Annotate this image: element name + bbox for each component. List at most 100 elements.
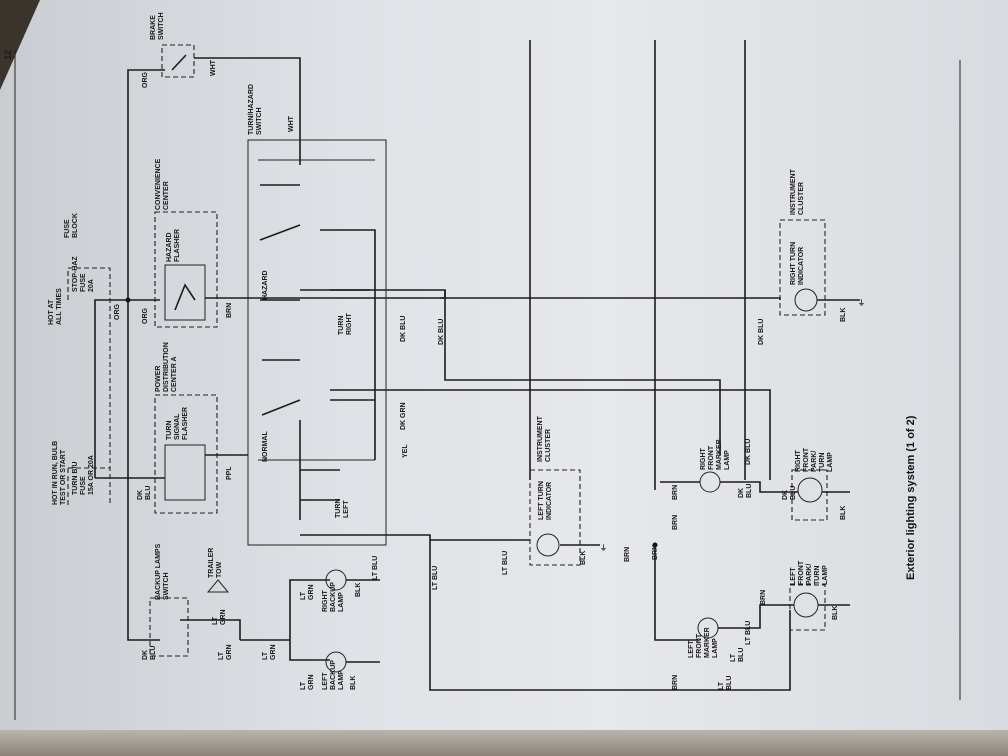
wire-label-org-3: ORG [142, 308, 149, 324]
wire-label-brn-3: BRN [624, 546, 631, 562]
convenience-center-box [154, 211, 218, 328]
wire-brn-right-front [660, 481, 850, 493]
wire-ppl-flasher [95, 454, 248, 479]
wire-label-lt-blu-1: LT BLU [372, 555, 379, 580]
wire-label-brn-1: BRN [226, 302, 233, 318]
page-number: 12 [3, 49, 13, 60]
fuse-block-outline [67, 267, 111, 505]
wire-dk-grn [330, 389, 771, 480]
wire-brn-hazard [174, 283, 446, 311]
wire-label-lt-blu-2: LT BLU [432, 565, 439, 590]
wire-label-dk-blu-1: DK BLU [400, 315, 407, 342]
brake-switch-box [161, 44, 195, 78]
turn-signal-flasher-box [164, 444, 206, 501]
wire-lt-blu-left [300, 534, 791, 691]
left-front-park-box [789, 584, 826, 631]
wire-label-dk-blu-4: DK BLU [745, 438, 752, 465]
wire-label-brn-7: BRN [760, 589, 767, 605]
switch-contacts [259, 140, 340, 501]
wire-blk-backup [346, 579, 380, 663]
wire-label-yel: YEL [402, 444, 409, 458]
junction-brn [652, 542, 658, 548]
wire-label-wht-2: WHT [288, 116, 295, 132]
power-distribution-box [154, 394, 218, 514]
right-front-marker-bulb [699, 471, 721, 493]
wire-label-blk-1: BLK [840, 307, 847, 322]
wire-label-dk-blu-2: DK BLU [438, 318, 445, 345]
wire-lt-grn-backup [127, 300, 330, 661]
switch-links [320, 229, 376, 460]
wire-label-brn-5: BRN [672, 514, 679, 530]
wire-label-wht-1: WHT [210, 60, 217, 76]
ground-icon-2: ⏚ [600, 544, 607, 552]
wire-label-lt-blu-4: LT BLU [745, 620, 752, 645]
wire-label-blk-3: BLK [350, 675, 357, 690]
left-turn-bulb [536, 533, 560, 557]
wire-label-dk-grn: DK GRN [400, 402, 407, 430]
brake-switch-contact [171, 54, 301, 140]
figure-caption: Exterior lighting system (1 of 2) [905, 415, 917, 580]
wire-label-org-2: ORG [142, 72, 149, 88]
wire-label-lt-blu-3: LT BLU [502, 550, 509, 575]
wire-label-blk-2: BLK [580, 550, 587, 565]
normal-position-label: NORMAL [262, 431, 269, 462]
wire-label-brn-4: BRN [672, 484, 679, 500]
ground-icon: ⏚ [858, 299, 865, 307]
trailer-tow-icon [206, 579, 230, 593]
left-turn-indicator-box [529, 469, 581, 566]
page-edge [0, 730, 1008, 756]
wire-label-blk-6: BLK [832, 605, 839, 620]
left-front-park-bulb [793, 592, 819, 618]
wire-label-blk-4: BLK [355, 582, 362, 597]
backup-switch-box [149, 597, 189, 657]
hazard-position-label: HAZARD [262, 270, 269, 300]
wire-label-ppl: PPL [226, 466, 233, 480]
wire-label-org-1: ORG [114, 304, 121, 320]
wire-label-brn-2: BRN [652, 544, 659, 560]
page-corner-shadow [0, 0, 40, 90]
right-front-park-box [791, 469, 828, 521]
wire-brn-left-front [654, 545, 850, 641]
turn-hazard-switch-box [247, 139, 387, 546]
wire-label-brn-6: BRN [672, 674, 679, 690]
right-turn-bulb [794, 288, 818, 312]
right-front-park-bulb [797, 477, 823, 503]
